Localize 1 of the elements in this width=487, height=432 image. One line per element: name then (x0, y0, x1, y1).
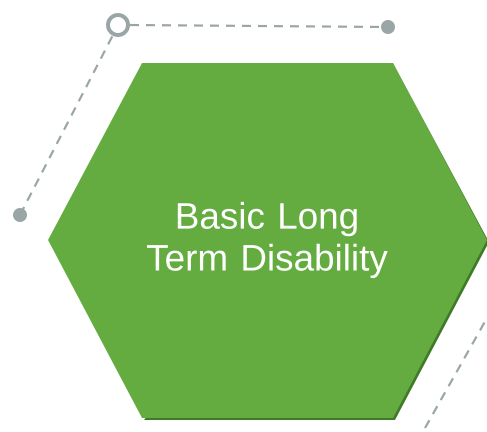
hexagon: Basic Long Term Disability (48, 63, 487, 420)
